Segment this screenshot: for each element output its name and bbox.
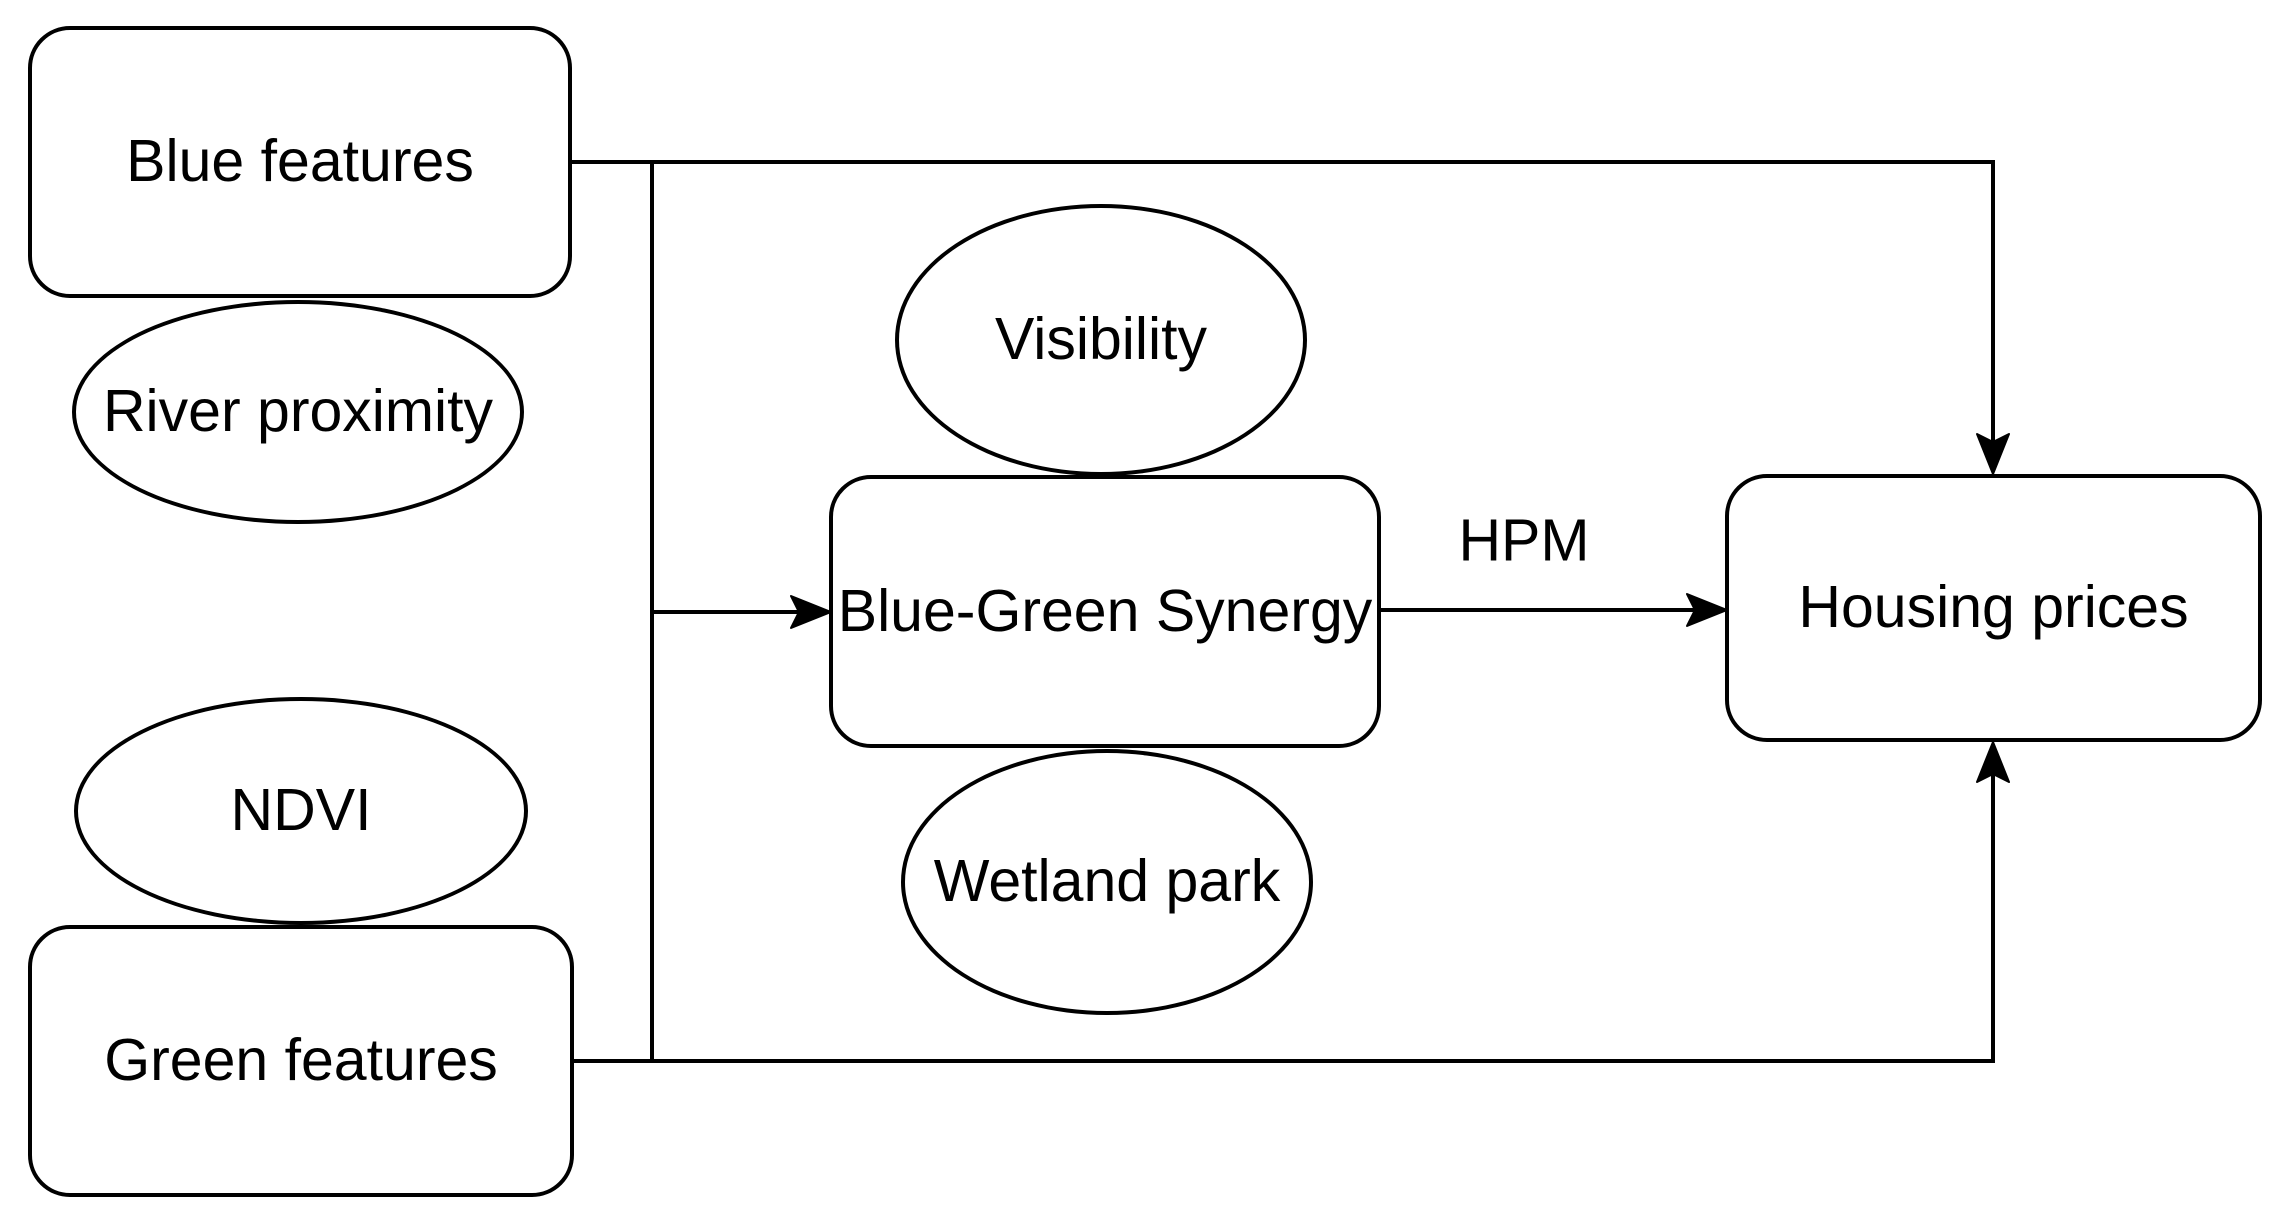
- node-river-proximity: River proximity: [72, 300, 524, 524]
- node-blue-features: Blue features: [28, 26, 572, 298]
- node-label: Blue-Green Synergy: [837, 577, 1373, 644]
- arrowhead-right-icon: [1686, 593, 1728, 627]
- edge-label-hpm: HPM: [1458, 507, 1590, 574]
- edge-line: [570, 160, 1995, 444]
- node-label: Housing prices: [1798, 574, 2189, 641]
- edge-green-features-to-housing-prices: [573, 741, 2010, 1063]
- arrowhead-up-icon: [1976, 741, 2010, 783]
- node-visibility: Visibility: [895, 204, 1307, 476]
- edge-line: [573, 772, 1995, 1063]
- edge-blue-green-synergy-to-housing-prices: [1381, 593, 1728, 627]
- node-green-features: Green features: [28, 925, 574, 1197]
- arrowhead-right-icon: [790, 595, 832, 629]
- node-label: Blue features: [126, 128, 474, 195]
- node-blue-green-synergy: Blue-Green Synergy: [829, 475, 1381, 748]
- edge-blue-features-to-housing-prices: [570, 160, 2010, 475]
- edge-features-to-blue-green-synergy: [652, 595, 832, 629]
- node-ndvi: NDVI: [74, 697, 528, 925]
- node-housing-prices: Housing prices: [1725, 474, 2262, 742]
- node-label: Visibility: [994, 306, 1208, 373]
- node-label: Wetland park: [933, 848, 1281, 915]
- node-label: Green features: [104, 1027, 498, 1094]
- arrowhead-down-icon: [1976, 433, 2010, 475]
- node-wetland-park: Wetland park: [901, 749, 1313, 1015]
- node-label: River proximity: [102, 378, 494, 445]
- node-label: NDVI: [230, 777, 372, 844]
